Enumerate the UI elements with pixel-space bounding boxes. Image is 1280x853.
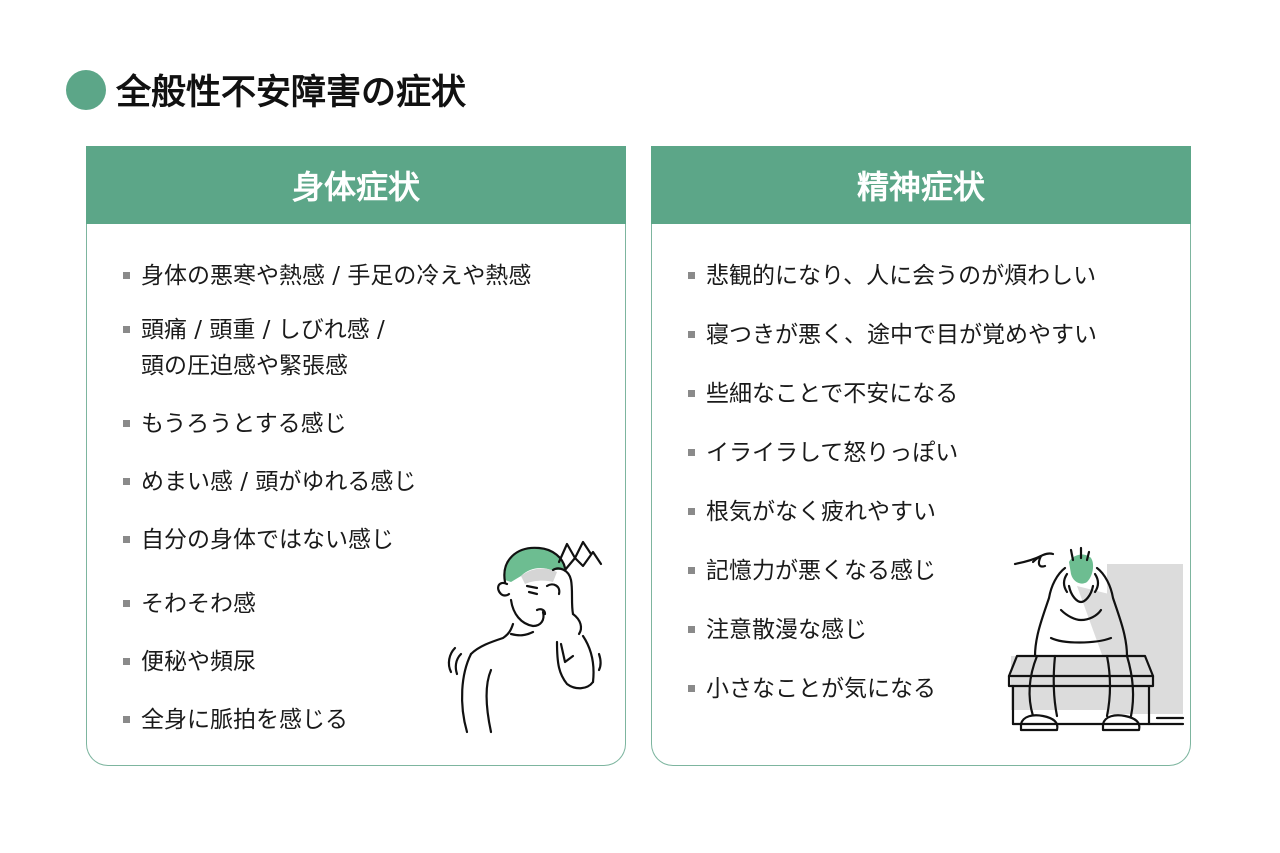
bullet-icon [123, 716, 130, 723]
bullet-icon [688, 272, 695, 279]
bullet-icon [688, 390, 695, 397]
list-item: イライラして怒りっぽい [688, 435, 1097, 471]
list-item: 根気がなく疲れやすい [688, 494, 1097, 530]
physical-symptoms-card: 身体症状 身体の悪寒や熱感 / 手足の冷えや熱感 頭痛 / 頭重 / しびれ感 … [86, 146, 626, 766]
man-sitting-head-in-hands-icon [1007, 546, 1185, 732]
list-item: そわそわ感 [123, 586, 531, 622]
list-item: 寝つきが悪く、途中で目が覚めやすい [688, 317, 1097, 353]
page-title-row: 全般性不安障害の症状 [66, 64, 466, 115]
list-item: 身体の悪寒や熱感 / 手足の冷えや熱感 [123, 258, 531, 294]
list-item: 頭痛 / 頭重 / しびれ感 /頭の圧迫感や緊張感 [123, 312, 531, 384]
bullet-icon [688, 567, 695, 574]
page-title: 全般性不安障害の症状 [116, 73, 467, 113]
bullet-icon [688, 449, 695, 456]
bullet-icon [123, 658, 130, 665]
bullet-icon [123, 272, 130, 279]
list-item: 悲観的になり、人に会うのが煩わしい [688, 258, 1097, 294]
man-holding-head-icon [447, 540, 603, 734]
card-header: 身体症状 [86, 146, 626, 224]
bullet-icon [123, 420, 130, 427]
list-item: 小さなことが気になる [688, 671, 1097, 707]
bullet-icon [123, 536, 130, 543]
bullet-icon [688, 626, 695, 633]
list-item: めまい感 / 頭がゆれる感じ [123, 464, 531, 500]
bullet-icon [688, 685, 695, 692]
list-item: もうろうとする感じ [123, 406, 531, 442]
symptom-list: 身体の悪寒や熱感 / 手足の冷えや熱感 頭痛 / 頭重 / しびれ感 /頭の圧迫… [123, 258, 531, 738]
bullet-icon [123, 326, 130, 333]
bullet-icon [123, 600, 130, 607]
symptom-list: 悲観的になり、人に会うのが煩わしい 寝つきが悪く、途中で目が覚めやすい 些細なこ… [688, 258, 1097, 707]
list-item: 自分の身体ではない感じ [123, 522, 531, 558]
list-item: 記憶力が悪くなる感じ [688, 553, 1097, 589]
list-item: 些細なことで不安になる [688, 376, 1097, 412]
title-dot-icon [66, 69, 106, 110]
bullet-icon [688, 331, 695, 338]
bullet-icon [688, 508, 695, 515]
bullet-icon [123, 478, 130, 485]
mental-symptoms-card: 精神症状 悲観的になり、人に会うのが煩わしい 寝つきが悪く、途中で目が覚めやすい… [651, 146, 1191, 766]
list-item: 注意散漫な感じ [688, 612, 1097, 648]
list-item: 全身に脈拍を感じる [123, 702, 531, 738]
list-item: 便秘や頻尿 [123, 644, 531, 680]
card-header: 精神症状 [651, 146, 1191, 224]
